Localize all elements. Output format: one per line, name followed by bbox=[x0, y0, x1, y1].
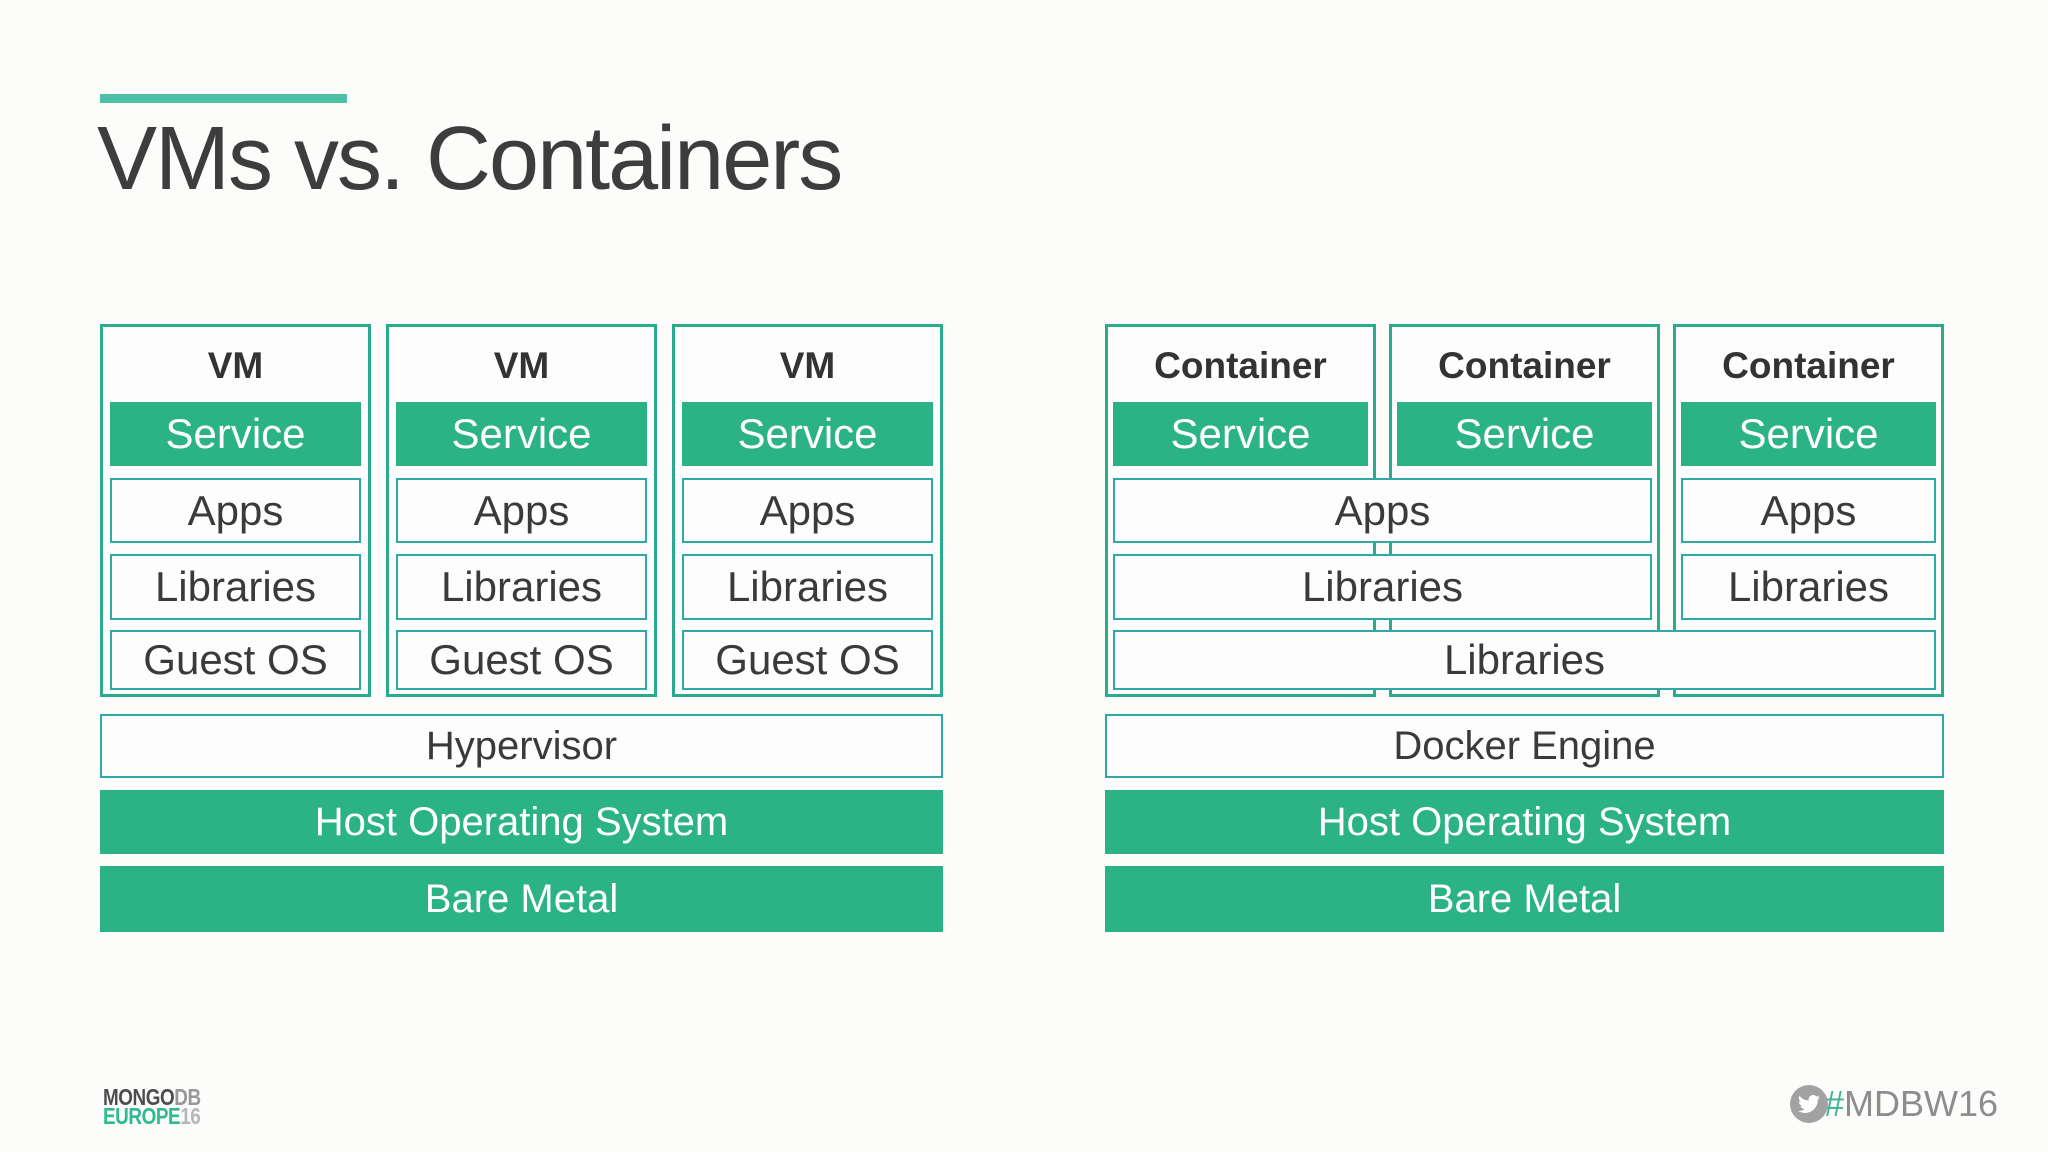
containers-1-2-shared-libraries-row: Libraries bbox=[1113, 554, 1652, 620]
hypervisor-bar: Hypervisor bbox=[100, 714, 943, 778]
vm-1-guest-os-row: Guest OS bbox=[110, 630, 361, 690]
vm-bare-metal-bar: Bare Metal bbox=[100, 866, 943, 932]
vm-stack-3-header: VM bbox=[779, 345, 836, 386]
vm-2-apps-row: Apps bbox=[396, 478, 647, 543]
container-1-header: Container bbox=[1154, 345, 1327, 386]
mongodb-europe-logo: MONGODB EUROPE16 bbox=[103, 1084, 201, 1129]
vm-stack-2-header: VM bbox=[493, 345, 550, 386]
twitter-bird-icon bbox=[1798, 1095, 1820, 1113]
logo-line-1: MONGODB bbox=[103, 1084, 201, 1110]
docker-engine-bar: Docker Engine bbox=[1105, 714, 1944, 778]
vm-2-guest-os-row: Guest OS bbox=[396, 630, 647, 690]
container-1-service-row: Service bbox=[1113, 402, 1368, 466]
containers-1-2-shared-apps-row: Apps bbox=[1113, 478, 1652, 543]
vm-stack-1-header: VM bbox=[207, 345, 264, 386]
hashtag-label: MDBW16 bbox=[1844, 1083, 1999, 1124]
event-hashtag: #MDBW16 bbox=[1824, 1085, 1998, 1123]
vm-2-service-row: Service bbox=[396, 402, 647, 466]
vm-1-libraries-row: Libraries bbox=[110, 554, 361, 620]
vm-3-guest-os-row: Guest OS bbox=[682, 630, 933, 690]
vm-1-service-row: Service bbox=[110, 402, 361, 466]
twitter-icon bbox=[1790, 1085, 1828, 1123]
page-title: VMs vs. Containers bbox=[97, 109, 843, 209]
container-2-service-row: Service bbox=[1397, 402, 1652, 466]
vm-1-apps-row: Apps bbox=[110, 478, 361, 543]
vm-3-libraries-row: Libraries bbox=[682, 554, 933, 620]
container-3-libraries-row: Libraries bbox=[1681, 554, 1936, 620]
container-3-header: Container bbox=[1722, 345, 1895, 386]
hashtag-symbol: # bbox=[1824, 1083, 1845, 1124]
logo-line-2: EUROPE16 bbox=[103, 1103, 201, 1129]
container-3-service-row: Service bbox=[1681, 402, 1936, 466]
container-bare-metal-bar: Bare Metal bbox=[1105, 866, 1944, 932]
container-host-os-bar: Host Operating System bbox=[1105, 790, 1944, 854]
container-2-header: Container bbox=[1438, 345, 1611, 386]
containers-all-shared-libraries-row: Libraries bbox=[1113, 630, 1936, 690]
container-3-apps-row: Apps bbox=[1681, 478, 1936, 543]
vm-2-libraries-row: Libraries bbox=[396, 554, 647, 620]
vm-3-apps-row: Apps bbox=[682, 478, 933, 543]
vm-host-os-bar: Host Operating System bbox=[100, 790, 943, 854]
title-accent-bar bbox=[100, 94, 347, 103]
vm-3-service-row: Service bbox=[682, 402, 933, 466]
